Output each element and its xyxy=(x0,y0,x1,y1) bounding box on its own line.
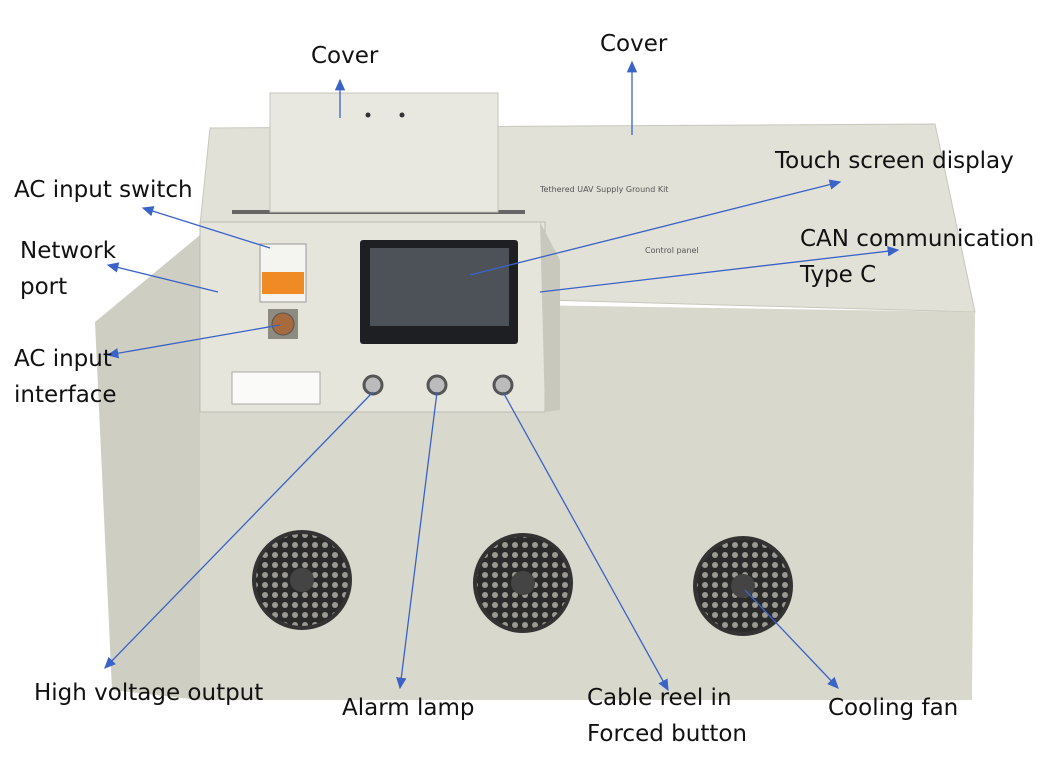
left-side xyxy=(95,235,200,700)
high-voltage-output-button xyxy=(362,374,384,396)
label-line: interface xyxy=(14,382,117,408)
cable-reel-button xyxy=(492,374,514,396)
cooling-fan-1 xyxy=(252,530,352,630)
ac-input-interface xyxy=(271,312,295,336)
label-ac-switch: AC input switch xyxy=(14,177,193,203)
cooling-fan-2 xyxy=(473,533,573,633)
control-panel-print: Control panel xyxy=(645,246,699,255)
label-network-port: Network port xyxy=(20,233,116,305)
label-alarm-lamp: Alarm lamp xyxy=(342,695,475,721)
label-line: Network xyxy=(20,238,117,264)
label-touch-screen: Touch screen display xyxy=(775,148,1014,174)
label-line: AC input xyxy=(14,346,112,372)
label-cover-left: Cover xyxy=(311,43,379,69)
label-ac-input-interface: AC input interface xyxy=(14,341,117,413)
alarm-lamp xyxy=(426,374,448,396)
cover-flap xyxy=(269,92,499,213)
label-cover-right: Cover xyxy=(600,31,668,57)
annotation-arrows xyxy=(104,60,900,692)
product-name-print: Tethered UAV Supply Ground Kit xyxy=(540,185,669,194)
label-high-voltage: High voltage output xyxy=(34,680,264,706)
label-line: port xyxy=(20,274,68,300)
label-cooling-fan: Cooling fan xyxy=(828,695,959,721)
label-line: CAN communication xyxy=(800,226,1035,252)
label-line: Forced button xyxy=(587,721,748,747)
label-line: Type C xyxy=(800,262,877,288)
cooling-fan-3 xyxy=(693,536,793,636)
label-cable-reel: Cable reel in Forced button xyxy=(587,680,747,752)
label-line: Cable reel in xyxy=(587,685,732,711)
